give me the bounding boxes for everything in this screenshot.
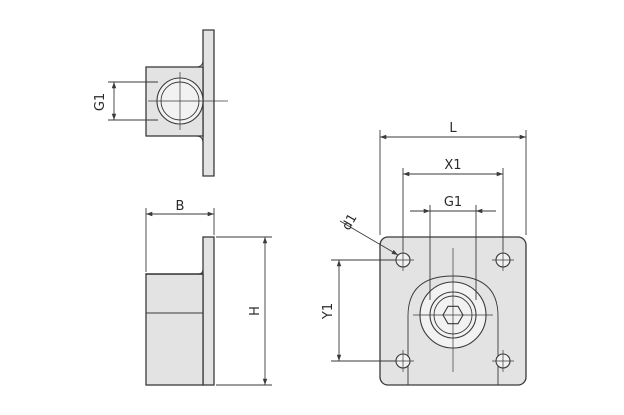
dim-x1: X1: [444, 158, 461, 173]
top-view-flange: [202, 29, 215, 177]
dim-y1: Y1: [321, 303, 336, 320]
dim-g1-front: G1: [444, 195, 462, 210]
dim-b: B: [176, 199, 185, 214]
side-view-block: [145, 273, 204, 386]
dim-g1-side: G1: [93, 93, 108, 111]
front-view: [331, 130, 527, 386]
dim-h: H: [248, 306, 263, 316]
side-view: [145, 208, 272, 386]
side-view-flange: [202, 236, 215, 386]
dim-d1: d1: [339, 211, 360, 233]
top-view: [108, 29, 228, 177]
dim-l: L: [449, 121, 457, 136]
